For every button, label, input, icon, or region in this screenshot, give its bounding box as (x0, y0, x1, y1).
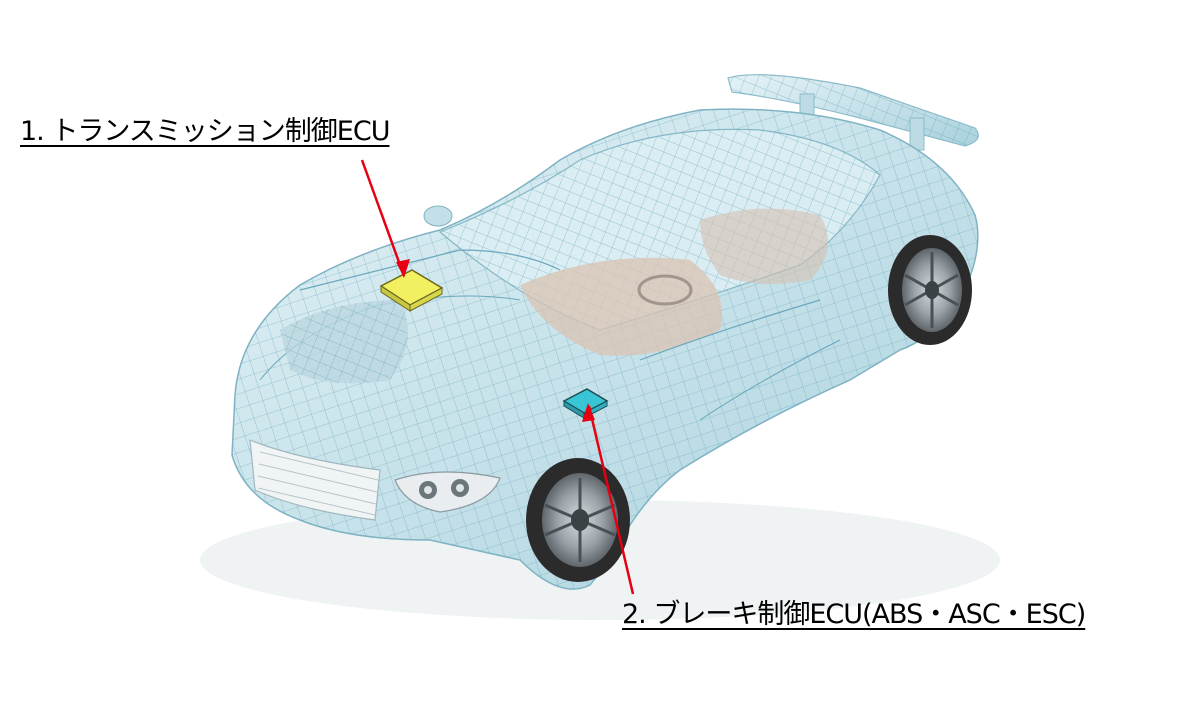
leader-line-brake (587, 405, 635, 595)
brake-ecu-label: 2. ブレーキ制御ECU(ABS・ASC・ESC) (622, 599, 1086, 630)
leader-line-transmission (360, 159, 406, 277)
transmission-ecu-module-icon (379, 269, 444, 312)
car-wireframe-icon (200, 74, 1000, 620)
leader-arrowhead-brake (582, 403, 595, 422)
transmission-ecu-label: 1. トランスミッション制御ECU (20, 116, 390, 147)
leader-arrowhead-transmission (396, 259, 410, 278)
